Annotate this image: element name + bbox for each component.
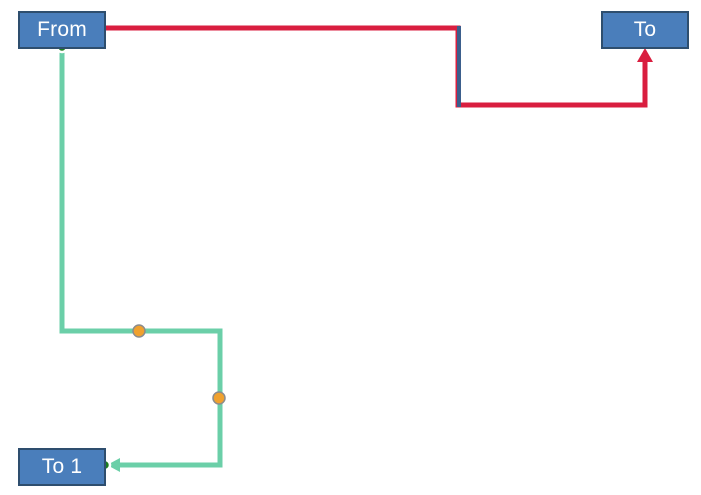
- connector-from-to-path[interactable]: [106, 25, 648, 108]
- waypoint-handle-1[interactable]: [132, 324, 146, 338]
- node-from[interactable]: From: [18, 11, 106, 49]
- connector-from-to1-path[interactable]: [59, 47, 223, 468]
- node-to[interactable]: To: [601, 11, 689, 49]
- endpoint-handles[interactable]: [55, 40, 112, 472]
- node-from-label: From: [37, 17, 87, 41]
- arrowhead-to-icon: [637, 48, 653, 62]
- node-to1-label: To 1: [41, 454, 83, 478]
- connector-from-to[interactable]: [106, 25, 653, 108]
- node-to-label: To: [633, 17, 657, 41]
- waypoint-handles[interactable]: [132, 324, 226, 405]
- waypoint-handle-2[interactable]: [212, 391, 226, 405]
- arrowhead-to1-icon: [107, 458, 120, 472]
- connector-from-to1[interactable]: [59, 47, 223, 472]
- node-to1[interactable]: To 1: [18, 448, 106, 486]
